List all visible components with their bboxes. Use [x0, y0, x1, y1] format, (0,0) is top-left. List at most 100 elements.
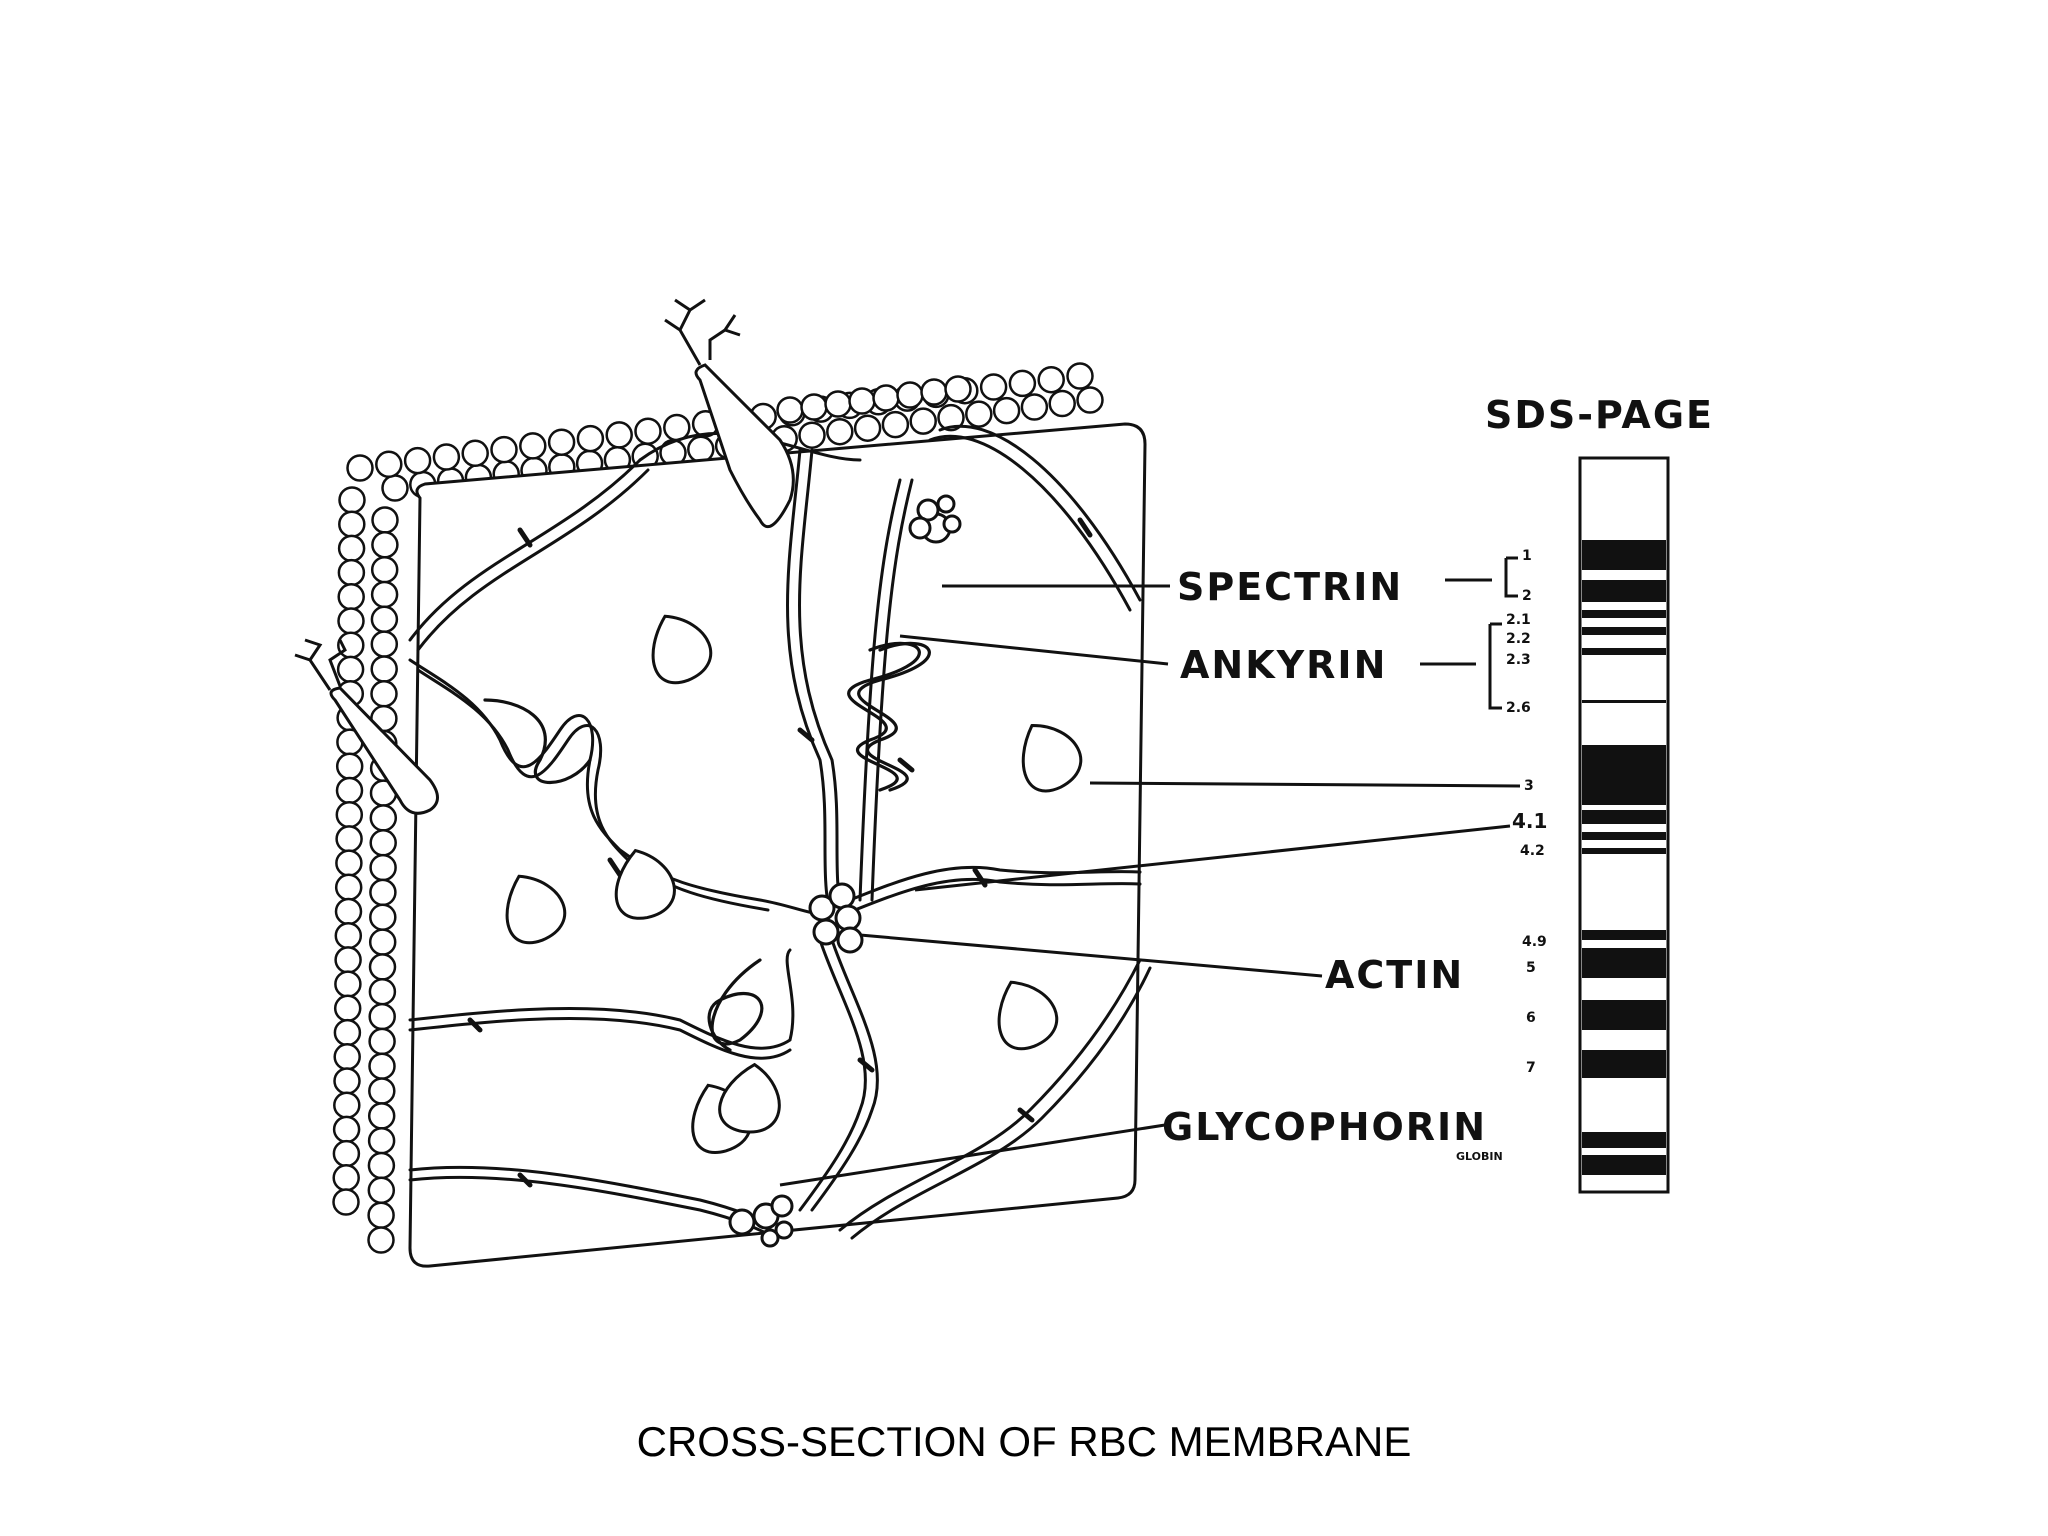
- lipid-head: [337, 558, 366, 587]
- leader-lines: [779, 556, 1521, 1187]
- lipid-head: [335, 776, 364, 805]
- lipid-head: [368, 928, 397, 956]
- lipid-head: [368, 977, 397, 1006]
- band-3-protein: [651, 614, 712, 685]
- lipid-head: [367, 1176, 396, 1205]
- lipid-head: [403, 446, 432, 475]
- lipid-head: [1008, 369, 1037, 398]
- lipid-head: [432, 443, 461, 471]
- lipid-head: [367, 1151, 396, 1180]
- band-3-protein: [505, 874, 566, 945]
- lipid-head: [896, 381, 924, 409]
- lipid-head: [848, 387, 876, 415]
- lipid-head: [369, 829, 397, 857]
- lipid-head: [333, 1091, 361, 1119]
- lipid-head: [370, 580, 399, 609]
- lipid-head: [337, 607, 365, 635]
- transmembrane-proteins: [329, 363, 795, 815]
- band-label-3: 3: [1524, 778, 1534, 794]
- label-glycophorin: GLYCOPHORIN: [1162, 1105, 1487, 1149]
- lipid-head: [634, 417, 662, 445]
- lipid-head: [367, 1226, 395, 1254]
- lipid-head: [920, 378, 948, 406]
- lipid-head: [370, 630, 399, 658]
- lipid-head: [872, 384, 900, 412]
- lipid-head: [333, 1018, 362, 1047]
- lipid-head: [371, 531, 399, 559]
- band-label-2-3: 2.3: [1506, 652, 1531, 668]
- lipid-head: [332, 1139, 361, 1168]
- lipid-head: [335, 825, 363, 853]
- lipid-head: [370, 555, 399, 584]
- lipid-head: [371, 506, 399, 534]
- lipid-head: [334, 873, 363, 902]
- sds-page-title: SDS-PAGE: [1485, 393, 1714, 437]
- band-label-4-2: 4.2: [1520, 843, 1545, 859]
- lipid-head: [338, 486, 366, 514]
- lipid-head: [909, 407, 937, 435]
- lipid-head: [337, 534, 366, 563]
- band-3-protein: [1021, 724, 1083, 793]
- lipid-head: [965, 400, 993, 428]
- protein-labels: SPECTRIN ANKYRIN ACTIN GLYCOPHORIN SDS-P…: [1162, 393, 1714, 1149]
- lipid-head: [332, 1164, 360, 1192]
- band-label-6: 6: [1526, 1010, 1536, 1026]
- lipid-head: [826, 417, 854, 446]
- band-3-protein: [997, 980, 1058, 1051]
- lipid-head: [368, 1002, 396, 1031]
- lipid-head: [992, 396, 1021, 425]
- lipid-head: [369, 903, 397, 931]
- figure-caption: CROSS-SECTION OF RBC MEMBRANE: [636, 1418, 1412, 1465]
- lipid-head: [333, 1043, 361, 1071]
- lipid-head: [776, 396, 804, 424]
- band-3-proteins: [505, 614, 1083, 1154]
- lipid-bilayer: [332, 362, 1104, 1254]
- lipid-head: [368, 1052, 396, 1080]
- lipid-head: [1066, 362, 1094, 390]
- band-label-2-1: 2.1: [1506, 612, 1531, 628]
- band-label-4-9: 4.9: [1522, 934, 1547, 950]
- lipid-head: [333, 994, 362, 1023]
- lipid-head: [687, 435, 715, 464]
- lipid-head: [800, 393, 828, 421]
- actin-complexes: [728, 494, 962, 1248]
- sugar-chains: [294, 298, 741, 691]
- lipid-head: [369, 804, 398, 832]
- spectrin-network: [408, 424, 1152, 1240]
- lipid-head: [346, 454, 374, 482]
- lipid-head: [367, 1126, 396, 1155]
- lipid-head: [369, 878, 397, 907]
- lipid-head: [370, 605, 399, 634]
- lipid-head: [333, 1067, 361, 1095]
- band-label-2: 2: [1522, 588, 1532, 604]
- gel-bands: [1582, 540, 1666, 1175]
- lipid-head: [367, 1201, 395, 1229]
- membrane-sheet: [408, 422, 1147, 1268]
- lipid-head: [336, 655, 365, 684]
- band-label-2-2: 2.2: [1506, 631, 1531, 647]
- lipid-head: [334, 946, 362, 974]
- lipid-head: [1037, 365, 1065, 394]
- lipid-head: [519, 432, 547, 460]
- lipid-head: [381, 474, 409, 502]
- lipid-head: [1048, 389, 1076, 418]
- lipid-head: [337, 583, 365, 611]
- lipid-head: [332, 1188, 360, 1216]
- band-label-4-1: 4.1: [1512, 809, 1547, 833]
- lipid-head: [547, 428, 576, 456]
- lipid-head: [370, 680, 398, 708]
- band-label-2-6: 2.6: [1506, 700, 1531, 716]
- lipid-head: [944, 375, 972, 403]
- lipid-head: [332, 1115, 361, 1144]
- label-ankyrin: ANKYRIN: [1180, 643, 1387, 687]
- lipid-head: [368, 953, 397, 981]
- band-label-1: 1: [1522, 548, 1532, 564]
- lipid-head: [605, 421, 633, 449]
- band-labels: 1 2 2.1 2.2 2.3 2.6 3 4.1 4.2 4.9 5 6 7 …: [1456, 548, 1547, 1163]
- lipid-head: [367, 1102, 396, 1130]
- lipid-head: [335, 752, 364, 781]
- lipid-head: [368, 1027, 396, 1056]
- band-3-protein: [614, 848, 676, 920]
- lipid-head: [335, 849, 363, 877]
